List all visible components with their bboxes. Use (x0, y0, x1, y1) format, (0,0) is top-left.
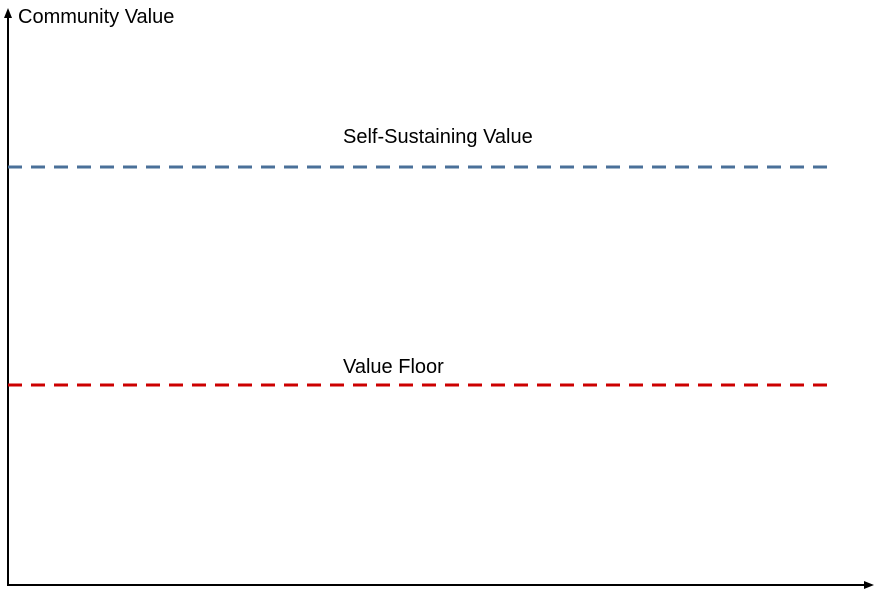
self-sustaining-value-label: Self-Sustaining Value (343, 126, 533, 148)
y-axis-arrowhead (4, 8, 12, 18)
y-axis-label: Community Value (18, 6, 174, 28)
x-axis-arrowhead (864, 581, 874, 589)
value-floor-label: Value Floor (343, 356, 444, 378)
